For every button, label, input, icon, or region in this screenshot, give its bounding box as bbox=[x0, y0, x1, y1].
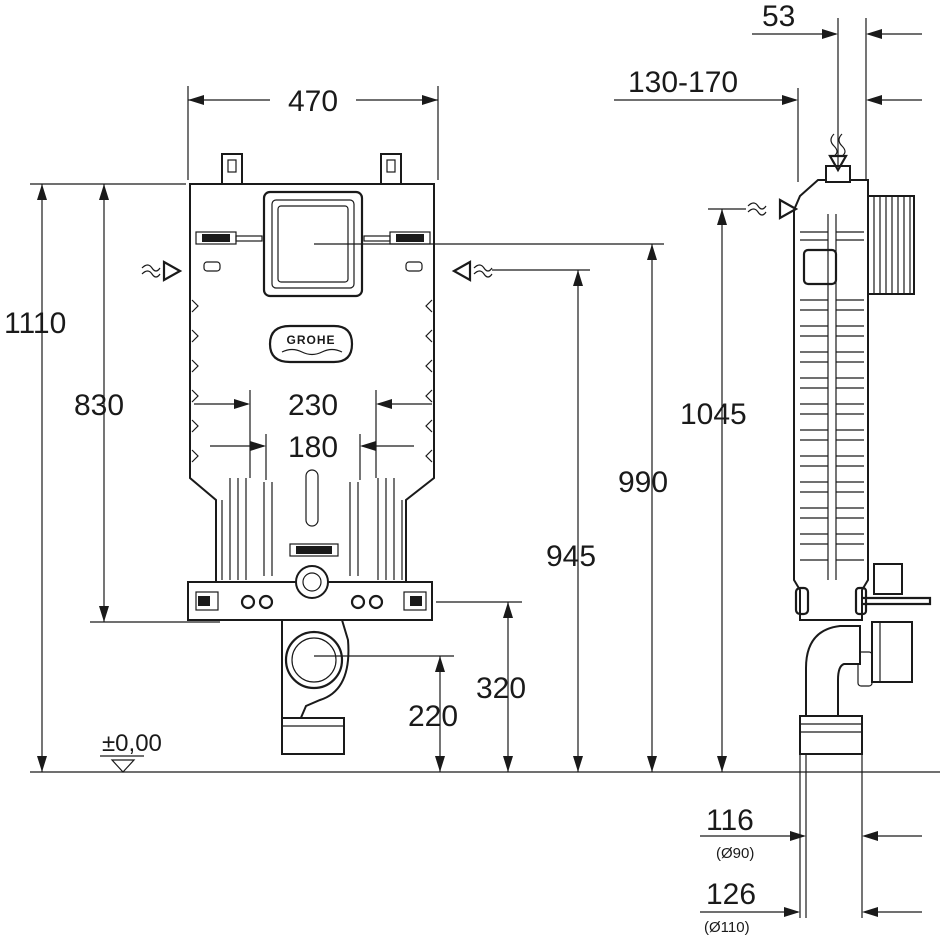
side-rail-left bbox=[191, 299, 199, 463]
dim-116: 116 bbox=[706, 804, 754, 837]
drain-bend bbox=[281, 619, 350, 755]
dim-320: 320 bbox=[476, 672, 526, 705]
side-foot-right bbox=[854, 586, 868, 616]
dim-990: 990 bbox=[618, 466, 668, 499]
bolt-right-a bbox=[350, 594, 366, 610]
label-plate bbox=[289, 543, 339, 557]
mounting-lug-left bbox=[221, 153, 243, 185]
flush-outlet bbox=[295, 565, 329, 599]
lug-slot-left bbox=[227, 159, 237, 173]
lug-slot-right bbox=[386, 159, 396, 173]
actuator-ribs bbox=[867, 195, 915, 295]
floor-level-triangle-icon bbox=[100, 755, 144, 773]
dim-130-170: 130-170 bbox=[628, 66, 738, 99]
front-dimensions: 470 ±0,00 1110 830 230 180 990 945 bbox=[4, 85, 940, 773]
dim-1110: 1110 bbox=[4, 307, 66, 340]
dim-53: 53 bbox=[762, 0, 795, 33]
bracket-left-fill bbox=[202, 234, 230, 242]
mounting-lug-right bbox=[380, 153, 402, 185]
side-ribs bbox=[800, 231, 864, 561]
floor-level-label: ±0,00 bbox=[102, 730, 162, 757]
bolt-left-a bbox=[240, 594, 256, 610]
grohe-logo: GROHE bbox=[268, 324, 354, 364]
label-plate-fill bbox=[296, 546, 332, 554]
water-inlet-arrow-icon bbox=[451, 260, 493, 282]
flush-pipe-slot bbox=[305, 469, 319, 527]
dim-830: 830 bbox=[74, 389, 124, 422]
dim-180: 180 bbox=[288, 431, 338, 464]
dim-1045: 1045 bbox=[680, 398, 747, 431]
side-valve bbox=[802, 248, 838, 286]
dim-945: 945 bbox=[546, 540, 596, 573]
side-dimensions: 53 130-170 1045 116 (Ø90) 126 (Ø110) bbox=[614, 0, 922, 936]
drain-bend-side bbox=[805, 625, 861, 721]
water-inlet-arrow-icon bbox=[141, 260, 183, 282]
dim-470: 470 bbox=[288, 85, 338, 118]
bracket-right-arm bbox=[363, 235, 391, 242]
side-view bbox=[708, 18, 932, 918]
side-foot-left bbox=[794, 586, 810, 616]
logo-text: GROHE bbox=[286, 333, 335, 347]
side-rail-right bbox=[425, 299, 433, 463]
base-plate bbox=[187, 565, 433, 621]
slot-left bbox=[203, 261, 221, 272]
cistern-body bbox=[793, 179, 869, 621]
water-inlet-arrow-icon bbox=[828, 133, 848, 173]
slot-right bbox=[405, 261, 423, 272]
lower-tubes bbox=[221, 469, 403, 580]
drain-connector-side bbox=[871, 621, 913, 683]
water-inlet-arrow-icon bbox=[747, 198, 799, 220]
dim-diameter-90: (Ø90) bbox=[716, 845, 754, 862]
drain-socket bbox=[281, 717, 345, 755]
dim-126: 126 bbox=[706, 878, 756, 911]
dim-diameter-110: (Ø110) bbox=[704, 919, 750, 936]
flush-outlet-side bbox=[873, 563, 903, 595]
dim-220: 220 bbox=[408, 700, 458, 733]
cistern-top-valve bbox=[825, 165, 851, 183]
bolt-right-b bbox=[368, 594, 384, 610]
dim-230: 230 bbox=[288, 389, 338, 422]
bracket-right-fill bbox=[396, 234, 424, 242]
bolt-left-b bbox=[258, 594, 274, 610]
drain-socket-side bbox=[799, 715, 863, 755]
bracket-left-arm bbox=[235, 235, 263, 242]
